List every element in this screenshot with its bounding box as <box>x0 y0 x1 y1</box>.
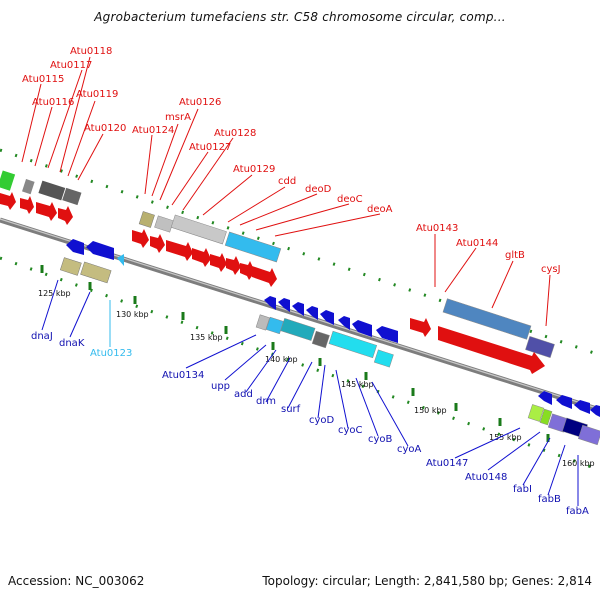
gene-label-fabb: fabB <box>538 494 561 505</box>
gene-label-cyod: cyoD <box>309 415 335 426</box>
gene-label-upp: upp <box>211 381 230 392</box>
scale-label-135: 135 kbp <box>190 333 223 342</box>
gene-label-atu0124: Atu0124 <box>132 125 174 136</box>
gene-label-atu0120: Atu0120 <box>84 123 126 134</box>
gene-label-atu0126: Atu0126 <box>179 97 221 108</box>
gene-label-add: add <box>234 389 253 400</box>
gene-label-msra: msrA <box>165 112 191 123</box>
gene-label-deoa: deoA <box>367 204 393 215</box>
reverse-gene-labels: dnaJ dnaK Atu0123 Atu0134 upp add drm su… <box>31 331 589 517</box>
forward-gene-labels: Atu0118 Atu0117 Atu0115 Atu0116 Atu0119 … <box>22 46 561 275</box>
gene-label-atu0128: Atu0128 <box>214 128 256 139</box>
gene-label-atu0123: Atu0123 <box>90 348 132 359</box>
gene-label-atu0116: Atu0116 <box>32 97 74 108</box>
gene-label-cysj: cysJ <box>541 264 561 275</box>
gene-label-cdd: cdd <box>278 176 296 187</box>
gene-label-deod: deoD <box>305 184 332 195</box>
scale-label-145: 145 kbp <box>341 380 374 389</box>
reverse-features-left <box>59 239 124 284</box>
reverse-features-middle <box>255 296 398 368</box>
scale-label-155: 155 kbp <box>489 433 522 442</box>
gene-label-cyob: cyoB <box>368 434 393 445</box>
gene-label-dnak: dnaK <box>59 338 85 349</box>
gene-label-atu0129: Atu0129 <box>233 164 275 175</box>
gene-label-atu0147: Atu0147 <box>426 458 468 469</box>
forward-features-right <box>410 298 555 374</box>
gene-label-cyoa: cyoA <box>397 444 422 455</box>
scale-label-150: 150 kbp <box>414 406 447 415</box>
topology-text: Topology: circular; Length: 2,841,580 bp… <box>262 574 592 588</box>
gene-label-atu0118: Atu0118 <box>70 46 112 57</box>
forward-leader-lines <box>21 56 551 327</box>
gene-label-gltb: gltB <box>505 250 525 261</box>
forward-features-middle <box>132 211 282 287</box>
gene-label-atu0115: Atu0115 <box>22 74 64 85</box>
gene-label-deoc: deoC <box>337 194 363 205</box>
map-title: Agrobacterium tumefaciens str. C58 chrom… <box>94 10 506 24</box>
gene-label-atu0117: Atu0117 <box>50 60 92 71</box>
accession-text: Accession: NC_003062 <box>8 574 145 588</box>
scale-label-140: 140 kbp <box>265 355 298 364</box>
scale-label-130: 130 kbp <box>116 310 149 319</box>
reverse-leader-lines <box>41 279 579 506</box>
gene-label-atu0144: Atu0144 <box>456 238 498 249</box>
gene-label-atu0148: Atu0148 <box>465 472 507 483</box>
gene-label-surf: surf <box>281 404 301 415</box>
gene-label-faba: fabA <box>566 506 589 517</box>
gene-label-atu0134: Atu0134 <box>162 370 204 381</box>
gene-label-atu0127: Atu0127 <box>189 142 231 153</box>
reverse-features-right <box>527 391 600 446</box>
gene-label-atu0119: Atu0119 <box>76 89 118 100</box>
scale-ticks <box>40 265 550 442</box>
gene-label-atu0143: Atu0143 <box>416 223 458 234</box>
forward-features-left <box>0 170 82 225</box>
gene-label-dnaj: dnaJ <box>31 331 53 342</box>
scale-label-125: 125 kbp <box>38 289 71 298</box>
gene-label-fabi: fabI <box>513 484 532 495</box>
gene-label-cyoc: cyoC <box>338 425 363 436</box>
gene-label-drm: drm <box>256 396 276 407</box>
